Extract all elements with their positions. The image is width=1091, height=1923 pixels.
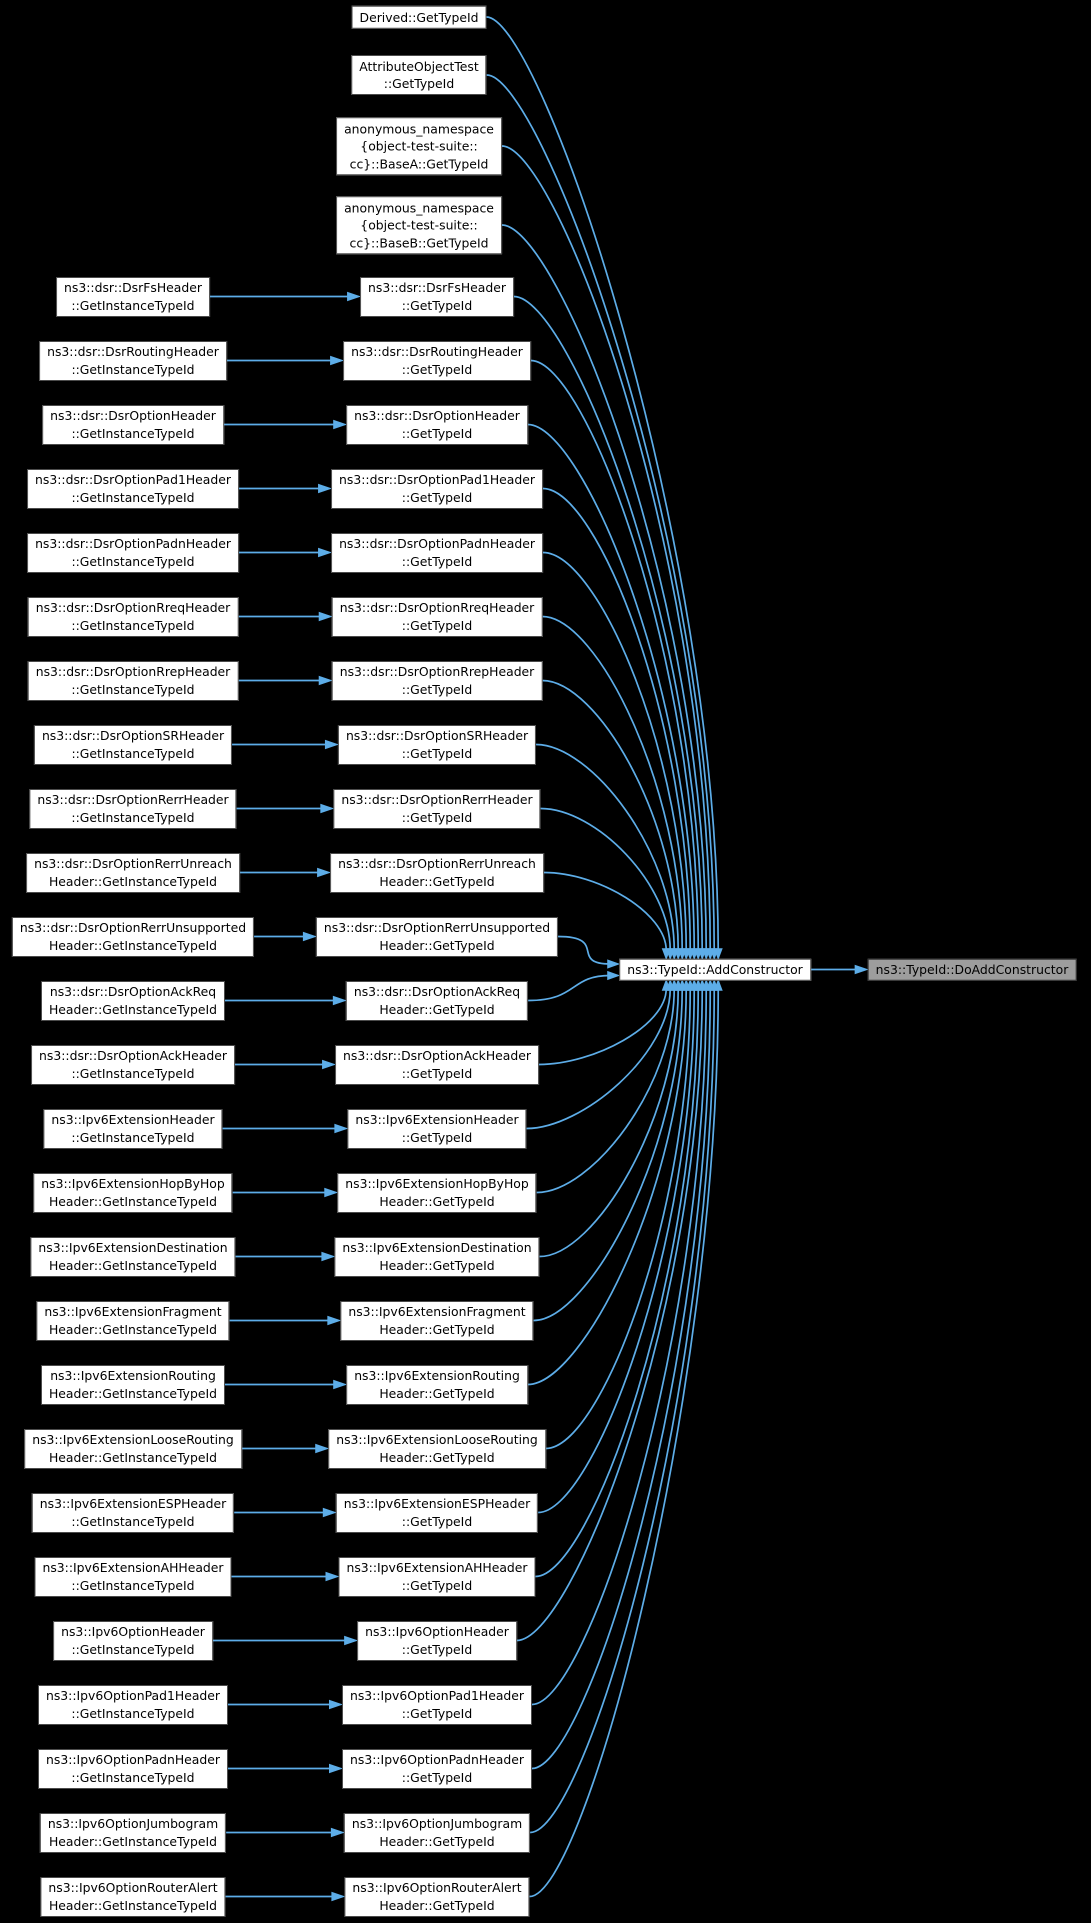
graph-node-caller[interactable]: ns3::Ipv6OptionPad1Header ::GetInstanceT… [37, 1684, 229, 1725]
graph-node-gettypeid[interactable]: ns3::Ipv6ExtensionLooseRouting Header::G… [328, 1428, 546, 1469]
graph-node-gettypeid[interactable]: ns3::dsr::DsrOptionRrepHeader ::GetTypeI… [331, 660, 543, 701]
graph-node-gettypeid[interactable]: ns3::dsr::DsrOptionHeader ::GetTypeId [346, 404, 528, 445]
graph-node-gettypeid[interactable]: ns3::dsr::DsrOptionRreqHeader ::GetTypeI… [331, 596, 543, 637]
graph-node-gettypeid[interactable]: ns3::dsr::DsrOptionRerrUnreach Header::G… [330, 852, 544, 893]
graph-node-caller[interactable]: ns3::Ipv6OptionHeader ::GetInstanceTypeI… [53, 1620, 213, 1661]
graph-node-caller[interactable]: ns3::Ipv6OptionRouterAlert Header::GetIn… [40, 1876, 226, 1917]
graph-node-gettypeid[interactable]: ns3::dsr::DsrFsHeader ::GetTypeId [360, 276, 514, 317]
graph-node-caller[interactable]: ns3::dsr::DsrOptionRreqHeader ::GetInsta… [27, 596, 239, 637]
graph-node-caller[interactable]: ns3::Ipv6ExtensionLooseRouting Header::G… [24, 1428, 242, 1469]
graph-node-caller[interactable]: ns3::Ipv6ExtensionFragment Header::GetIn… [36, 1300, 230, 1341]
graph-node-gettypeid[interactable]: ns3::dsr::DsrOptionAckHeader ::GetTypeId [335, 1044, 539, 1085]
graph-node-gettypeid[interactable]: ns3::Ipv6OptionHeader ::GetTypeId [357, 1620, 517, 1661]
graph-node-caller[interactable]: ns3::Ipv6ExtensionAHHeader ::GetInstance… [34, 1556, 232, 1597]
graph-node-gettypeid[interactable]: ns3::dsr::DsrOptionPad1Header ::GetTypeI… [331, 468, 543, 509]
graph-node-gettypeid[interactable]: anonymous_namespace {object-test-suite::… [336, 196, 502, 254]
graph-node-gettypeid[interactable]: AttributeObjectTest ::GetTypeId [351, 55, 487, 95]
graph-node-gettypeid[interactable]: ns3::Ipv6OptionPad1Header ::GetTypeId [341, 1684, 533, 1725]
graph-node-gettypeid[interactable]: ns3::dsr::DsrOptionPadnHeader ::GetTypeI… [331, 532, 543, 573]
graph-node-caller[interactable]: ns3::dsr::DsrOptionHeader ::GetInstanceT… [42, 404, 224, 445]
graph-node-caller[interactable]: ns3::Ipv6ExtensionESPHeader ::GetInstanc… [31, 1492, 235, 1533]
graph-node-gettypeid[interactable]: ns3::Ipv6ExtensionHopByHop Header::GetTy… [337, 1172, 537, 1213]
graph-node-caller[interactable]: ns3::dsr::DsrOptionRrepHeader ::GetInsta… [27, 660, 239, 701]
graph-node-gettypeid[interactable]: ns3::Ipv6OptionRouterAlert Header::GetTy… [344, 1876, 530, 1917]
graph-node-caller[interactable]: ns3::dsr::DsrOptionPad1Header ::GetInsta… [27, 468, 239, 509]
graph-node-caller[interactable]: ns3::dsr::DsrOptionRerrUnsupported Heade… [11, 916, 255, 957]
graph-node-gettypeid[interactable]: ns3::Ipv6ExtensionFragment Header::GetTy… [340, 1300, 534, 1341]
graph-node-gettypeid[interactable]: anonymous_namespace {object-test-suite::… [336, 117, 502, 175]
graph-node-gettypeid[interactable]: ns3::Ipv6ExtensionRouting Header::GetTyp… [346, 1364, 528, 1405]
graph-node-caller[interactable]: ns3::dsr::DsrOptionPadnHeader ::GetInsta… [27, 532, 239, 573]
graph-node-caller[interactable]: ns3::dsr::DsrOptionSRHeader ::GetInstanc… [33, 724, 233, 765]
graph-node-caller[interactable]: ns3::dsr::DsrOptionAckHeader ::GetInstan… [31, 1044, 235, 1085]
graph-node-caller[interactable]: ns3::Ipv6ExtensionHopByHop Header::GetIn… [33, 1172, 233, 1213]
graph-node-gettypeid[interactable]: ns3::dsr::DsrOptionRerrUnsupported Heade… [315, 916, 559, 957]
graph-node-gettypeid[interactable]: ns3::Ipv6ExtensionDestination Header::Ge… [334, 1236, 540, 1277]
graph-node-gettypeid[interactable]: ns3::Ipv6OptionPadnHeader ::GetTypeId [342, 1748, 532, 1789]
graph-node-gettypeid[interactable]: ns3::Ipv6OptionJumbogram Header::GetType… [343, 1812, 531, 1853]
graph-node-caller[interactable]: ns3::dsr::DsrOptionRerrUnreach Header::G… [26, 852, 240, 893]
graph-node-caller[interactable]: ns3::Ipv6ExtensionRouting Header::GetIns… [40, 1364, 226, 1405]
graph-node-caller[interactable]: ns3::dsr::DsrOptionRerrHeader ::GetInsta… [29, 788, 237, 829]
graph-node-doaddconstructor-current: ns3::TypeId::DoAddConstructor [867, 958, 1077, 981]
graph-node-caller[interactable]: ns3::dsr::DsrOptionAckReq Header::GetIns… [40, 980, 226, 1021]
graph-node-caller[interactable]: ns3::dsr::DsrRoutingHeader ::GetInstance… [39, 340, 227, 381]
graph-node-gettypeid[interactable]: ns3::dsr::DsrOptionAckReq Header::GetTyp… [345, 980, 529, 1021]
graph-node-caller[interactable]: ns3::Ipv6OptionPadnHeader ::GetInstanceT… [38, 1748, 228, 1789]
graph-node-gettypeid[interactable]: ns3::Ipv6ExtensionESPHeader ::GetTypeId [335, 1492, 539, 1533]
graph-node-gettypeid[interactable]: ns3::dsr::DsrOptionSRHeader ::GetTypeId [337, 724, 537, 765]
graph-node-caller[interactable]: ns3::Ipv6OptionJumbogram Header::GetInst… [39, 1812, 227, 1853]
graph-node-gettypeid[interactable]: Derived::GetTypeId [351, 5, 487, 29]
graph-node-gettypeid[interactable]: ns3::Ipv6ExtensionAHHeader ::GetTypeId [338, 1556, 536, 1597]
graph-node-gettypeid[interactable]: ns3::dsr::DsrRoutingHeader ::GetTypeId [343, 340, 531, 381]
graph-node-gettypeid[interactable]: ns3::Ipv6ExtensionHeader ::GetTypeId [347, 1108, 527, 1149]
graph-node-caller[interactable]: ns3::dsr::DsrFsHeader ::GetInstanceTypeI… [56, 276, 210, 317]
graph-node-caller[interactable]: ns3::Ipv6ExtensionDestination Header::Ge… [30, 1236, 236, 1277]
graph-node-gettypeid[interactable]: ns3::dsr::DsrOptionRerrHeader ::GetTypeI… [333, 788, 541, 829]
graph-node-addconstructor[interactable]: ns3::TypeId::AddConstructor [619, 958, 811, 981]
graph-node-caller[interactable]: ns3::Ipv6ExtensionHeader ::GetInstanceTy… [43, 1108, 223, 1149]
